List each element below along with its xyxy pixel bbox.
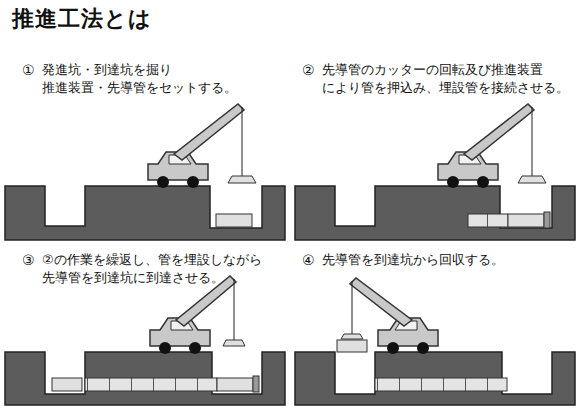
scene-2 xyxy=(295,104,575,240)
illustration-part xyxy=(464,104,534,160)
illustration-part xyxy=(217,378,253,391)
illustration-part xyxy=(350,278,412,326)
illustration-part xyxy=(295,186,575,240)
illustration-part xyxy=(228,176,256,183)
scene-3 xyxy=(5,276,285,405)
step-number: ④ xyxy=(302,251,315,269)
caption-line: 先導管を到達坑から回収する。 xyxy=(322,251,504,269)
illustration-part xyxy=(5,186,285,240)
step-caption: 発進坑・到達坑を掘り 推進装置・先導管をセットする。 xyxy=(42,61,278,97)
illustration-part xyxy=(5,352,285,405)
diagram-title: 推進工法とは xyxy=(12,4,152,34)
step-caption: ②の作業を繰返し、管を埋設しながら 先導管を到達坑に到達させる。 xyxy=(42,251,278,287)
illustration-part xyxy=(174,104,244,160)
illustration-part xyxy=(518,176,546,183)
step-number: ① xyxy=(22,61,35,79)
caption-line: ②の作業を繰返し、管を埋設しながら xyxy=(42,251,262,269)
caption-line: 先導管のカッターの回転及び推進装置 xyxy=(322,61,543,79)
illustration-part xyxy=(468,214,508,227)
caption-line: 先導管を到達坑に到達させる。 xyxy=(42,269,224,287)
step-number: ② xyxy=(302,61,315,79)
caption-line: により管を押込み、埋設管を接続させる。 xyxy=(322,79,569,97)
illustration-part xyxy=(352,281,353,334)
illustration-part xyxy=(216,214,252,227)
caption-line: 推進装置・先導管をセットする。 xyxy=(42,79,237,97)
illustration-part xyxy=(234,279,235,340)
illustration-part xyxy=(375,378,507,391)
illustration-part xyxy=(544,212,550,228)
illustration-part xyxy=(242,107,243,176)
illustration-part xyxy=(508,214,544,227)
scene-1 xyxy=(5,104,285,240)
step-caption: 先導管を到達坑から回収する。 xyxy=(322,251,574,269)
illustration-part xyxy=(52,378,82,391)
illustration-part xyxy=(223,340,245,346)
caption-line: 発進坑・到達坑を掘り xyxy=(42,61,172,79)
illustration-part xyxy=(337,340,367,352)
illustration-part xyxy=(341,334,363,339)
illustration-part xyxy=(295,352,575,405)
step-number: ③ xyxy=(22,251,35,269)
illustration-part xyxy=(532,107,533,176)
illustration-part xyxy=(253,376,259,392)
scene-4 xyxy=(295,278,575,405)
step-caption: 先導管のカッターの回転及び推進装置 により管を押込み、埋設管を接続させる。 xyxy=(322,61,574,97)
illustration-part xyxy=(85,378,217,391)
